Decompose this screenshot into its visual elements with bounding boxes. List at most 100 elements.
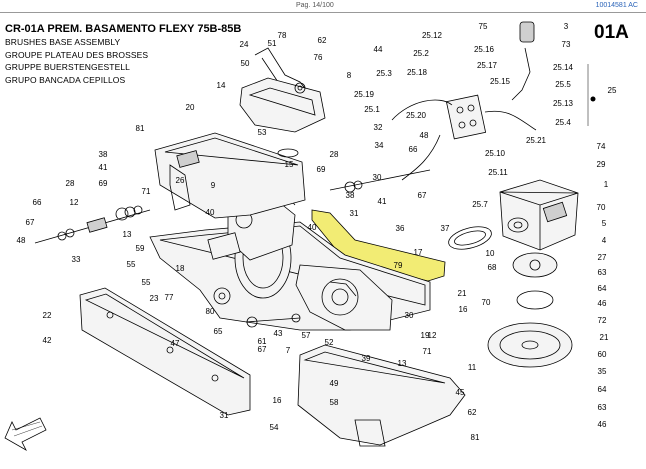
group-dot-25 <box>590 96 596 102</box>
callout-label: 57 <box>302 331 311 340</box>
sheet-code: 01A <box>594 22 629 43</box>
callout-label: 35 <box>598 367 607 376</box>
shaft-stack <box>34 169 431 328</box>
callout-label: 12 <box>428 331 437 340</box>
callout-label: 69 <box>99 179 108 188</box>
callout-label: 79 <box>394 261 403 270</box>
callout-label: 46 <box>598 299 607 308</box>
callout-label: 25.10 <box>485 149 506 158</box>
callout-label: 26 <box>176 176 185 185</box>
callout-label: 43 <box>274 329 283 338</box>
callout-label: 25.17 <box>477 61 498 70</box>
callout-label: 42 <box>43 336 52 345</box>
callout-label: 44 <box>374 45 383 54</box>
callout-label: 34 <box>375 141 384 150</box>
callout-label: 71 <box>423 347 432 356</box>
header-divider <box>0 12 646 13</box>
callout-label: 19 <box>421 331 430 340</box>
callout-label: 8 <box>347 71 352 80</box>
callout-label: 25.21 <box>526 136 547 145</box>
title-english: BRUSHES BASE ASSEMBLY <box>5 37 121 47</box>
callout-label: 62 <box>318 36 327 45</box>
callout-label: 25.11 <box>488 168 508 177</box>
gearbox <box>499 179 579 251</box>
callout-label: 17 <box>414 248 423 257</box>
callout-label: 21 <box>600 333 609 342</box>
callout-label: 54 <box>270 423 279 432</box>
callout-label: 25.1 <box>364 105 380 114</box>
title-spanish: GRUPO BANCADA CEPILLOS <box>5 74 126 85</box>
callout-label: 60 <box>598 350 607 359</box>
callout-label: 25.13 <box>553 99 574 108</box>
callout-label: 25.15 <box>490 77 511 86</box>
callout-label: 51 <box>268 39 277 48</box>
callout-label: 31 <box>220 411 229 420</box>
callout-label: 18 <box>176 264 185 273</box>
callout-label: 62 <box>468 408 477 417</box>
callout-label: 80 <box>206 307 215 316</box>
callout-label: 61 <box>258 337 267 346</box>
callout-label: 73 <box>562 40 571 49</box>
title-german: GRUPPE BUERSTENGESTELL <box>5 62 131 72</box>
callout-label: 72 <box>598 316 607 325</box>
callout-label: 33 <box>72 255 81 264</box>
callout-label: 20 <box>186 103 195 112</box>
callout-label: 48 <box>420 131 429 140</box>
callout-label: 47 <box>171 339 180 348</box>
callout-label: 69 <box>317 165 326 174</box>
callout-label: 53 <box>258 128 267 137</box>
callout-label: 25.4 <box>555 118 571 127</box>
document-code: 10014581 AC <box>595 2 638 9</box>
bottom-skirt <box>297 344 466 447</box>
callout-label: 32 <box>374 123 383 132</box>
callout-label: 25.18 <box>407 68 428 77</box>
callout-label: 70 <box>482 298 491 307</box>
highlighted-rail-part <box>311 209 446 282</box>
orientation-arrow-icon <box>4 417 47 452</box>
callout-label: 39 <box>362 354 371 363</box>
callout-label: 25.2 <box>413 49 429 58</box>
callout-label: 46 <box>598 420 607 429</box>
callout-label: 5 <box>602 219 607 228</box>
callout-label: 74 <box>597 142 606 151</box>
callout-label: 81 <box>136 124 145 133</box>
title-block: CR-01A PREM. BASAMENTO FLEXY 75B-85B BRU… <box>5 22 241 86</box>
callout-label: 77 <box>165 293 174 302</box>
callout-label: 9 <box>211 181 216 190</box>
callout-label: 30 <box>405 311 414 320</box>
callout-label: 11 <box>468 363 477 372</box>
callout-label: 55 <box>142 278 151 287</box>
callout-label: 21 <box>458 289 467 298</box>
callout-label: 50 <box>241 59 250 68</box>
callout-label: 40 <box>206 208 215 217</box>
callout-label: 15 <box>285 160 294 169</box>
valve-block <box>391 21 537 181</box>
callout-label: 66 <box>409 145 418 154</box>
callout-label: 41 <box>99 163 108 172</box>
drive-belt <box>448 217 529 250</box>
top-cover <box>154 132 306 219</box>
side-guard <box>79 287 251 416</box>
callout-label: 76 <box>314 53 323 62</box>
callout-label: 31 <box>350 209 359 218</box>
callout-label: 65 <box>214 327 223 336</box>
callout-label: 48 <box>17 236 26 245</box>
callout-label: 81 <box>471 433 480 442</box>
callout-label: 16 <box>459 305 468 314</box>
page-header: Pag. 14/100 10014581 AC <box>0 0 646 12</box>
callout-label: 14 <box>217 81 226 90</box>
callout-label: 3 <box>564 22 569 31</box>
callout-label: 58 <box>330 398 339 407</box>
callout-label: 64 <box>598 284 607 293</box>
callout-label: 30 <box>373 173 382 182</box>
callout-label: 28 <box>330 150 339 159</box>
callout-label: 63 <box>598 403 607 412</box>
callout-label: 67 <box>26 218 35 227</box>
callout-label: 16 <box>273 396 282 405</box>
callout-label: 24 <box>240 40 249 49</box>
callout-label: 52 <box>325 338 334 347</box>
callout-label: 25.20 <box>406 111 427 120</box>
callout-label: 10 <box>486 249 495 258</box>
callout-label: 68 <box>488 263 497 272</box>
